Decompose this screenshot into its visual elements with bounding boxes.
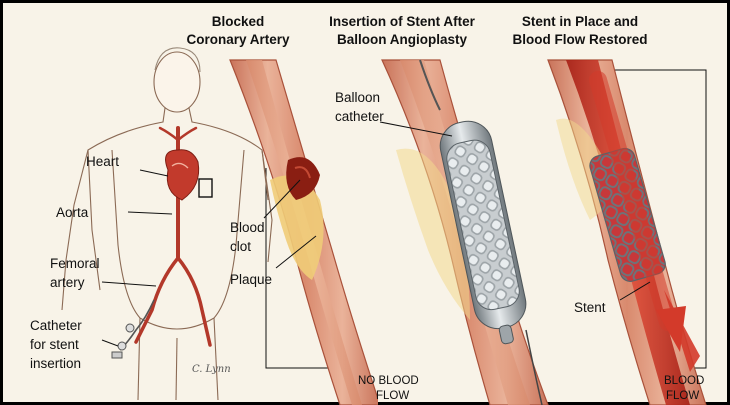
heading-insertion-line2: Balloon Angioplasty — [337, 32, 467, 47]
label-blood-clot-line1: Blood — [230, 220, 265, 235]
label-aorta: Aorta — [56, 205, 89, 220]
label-catheter-line1: Catheter — [30, 318, 82, 333]
label-femoral-line2: artery — [50, 275, 85, 290]
label-balloon-catheter-line1: Balloon — [335, 90, 380, 105]
artist-signature: C. Lynn — [192, 364, 231, 375]
label-no-blood-flow-line2: FLOW — [376, 390, 409, 402]
label-catheter-line3: insertion — [30, 356, 81, 371]
label-stent: Stent — [574, 300, 606, 315]
label-femoral-line1: Femoral — [50, 256, 100, 271]
label-blood-clot-line2: clot — [230, 239, 251, 254]
label-catheter-line2: for stent — [30, 337, 79, 352]
label-blood-flow-line1: BLOOD — [664, 375, 704, 387]
heading-blocked-line2: Coronary Artery — [186, 32, 290, 47]
heading-restored-line1: Stent in Place and — [522, 14, 638, 29]
heading-blocked-line1: Blocked — [212, 14, 265, 29]
label-blood-flow-line2: FLOW — [666, 390, 699, 402]
label-heart: Heart — [86, 154, 119, 169]
label-balloon-catheter-line2: catheter — [335, 109, 384, 124]
label-no-blood-flow-line1: NO BLOOD — [358, 375, 419, 387]
heading-restored-line2: Blood Flow Restored — [513, 32, 648, 47]
label-plaque: Plaque — [230, 272, 272, 287]
heading-insertion-line1: Insertion of Stent After — [329, 14, 475, 29]
